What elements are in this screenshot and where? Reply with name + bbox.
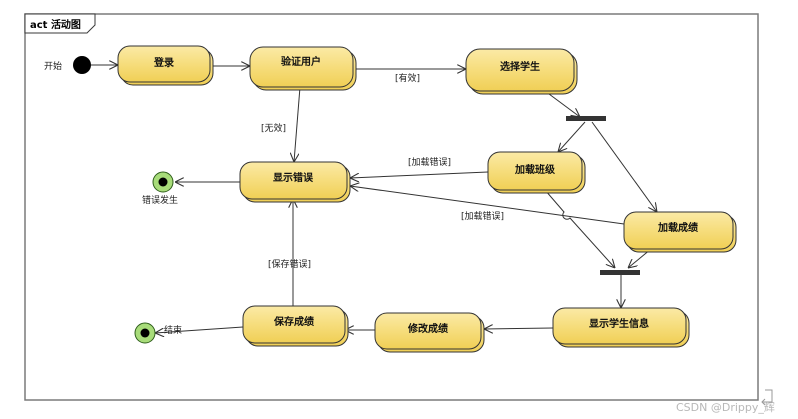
edges xyxy=(91,65,657,333)
edge-verify-showerror xyxy=(294,86,301,162)
node-login-label: 登录 xyxy=(153,56,174,69)
start-label: 开始 xyxy=(44,60,62,72)
frame-title: act 活动图 xyxy=(30,18,81,31)
edge-showinfo-modify xyxy=(484,328,554,329)
node-select-student[interactable]: 选择学生 xyxy=(465,48,578,95)
edge-fork-loadgrades xyxy=(591,121,657,212)
node-login[interactable]: 登录 xyxy=(117,45,214,86)
guard-invalid: [无效] xyxy=(261,122,286,134)
join-bar xyxy=(600,270,640,275)
node-verify-user-label: 验证用户 xyxy=(281,55,321,68)
node-save-grades-label: 保存成绩 xyxy=(273,315,314,328)
node-save-grades[interactable]: 保存成绩 xyxy=(242,305,349,347)
guard-load-error-class: [加载错误] xyxy=(408,156,451,168)
guard-valid: [有效] xyxy=(395,72,420,84)
node-show-error-label: 显示错误 xyxy=(273,171,314,184)
node-load-grades[interactable]: 加载成绩 xyxy=(623,211,737,253)
fork-bar xyxy=(566,116,606,121)
node-show-student-info-label: 显示学生信息 xyxy=(589,317,649,330)
edge-select-fork xyxy=(544,90,580,117)
node-select-student-label: 选择学生 xyxy=(500,60,540,73)
node-verify-user[interactable]: 验证用户 xyxy=(249,46,357,91)
node-load-class[interactable]: 加载班级 xyxy=(487,151,586,194)
node-load-grades-label: 加载成绩 xyxy=(657,221,698,234)
start-node[interactable] xyxy=(73,56,91,74)
error-end-node[interactable] xyxy=(152,171,174,193)
edge-loadclass-showerror xyxy=(350,171,489,178)
error-end-label: 错误发生 xyxy=(142,194,178,206)
final-end-node[interactable] xyxy=(134,322,156,344)
edge-loadgrades-showerror xyxy=(350,186,625,225)
node-show-error[interactable]: 显示错误 xyxy=(239,161,351,203)
final-end-label: 结束 xyxy=(164,324,182,336)
edge-fork-loadclass xyxy=(558,121,586,152)
node-modify-grades[interactable]: 修改成绩 xyxy=(374,312,485,353)
frame-title-tab xyxy=(24,13,96,34)
node-show-student-info[interactable]: 显示学生信息 xyxy=(552,307,690,348)
return-arrow-icon xyxy=(761,389,773,406)
node-modify-grades-label: 修改成绩 xyxy=(407,322,448,335)
edge-save-final xyxy=(155,326,244,333)
guard-load-error-grades: [加载错误] xyxy=(461,210,504,222)
watermark: CSDN @Drippy_辉 xyxy=(676,401,775,414)
guard-save-error: [保存错误] xyxy=(268,258,311,270)
edge-loadclass-join xyxy=(544,189,615,268)
node-load-class-label: 加载班级 xyxy=(514,163,556,176)
